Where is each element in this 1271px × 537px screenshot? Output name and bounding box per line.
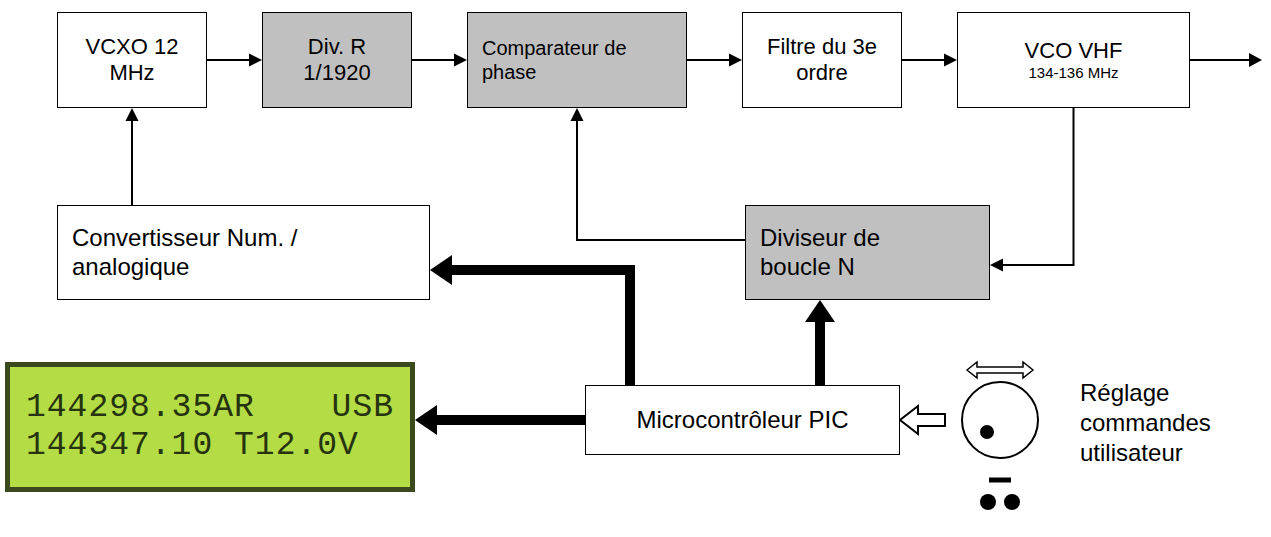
signal-line — [1002, 108, 1074, 265]
node-label: VCXO 12 MHz — [82, 34, 182, 87]
connector — [571, 108, 746, 240]
bus-line — [436, 415, 585, 425]
lcd-row: 144298.35AR USB — [26, 389, 394, 427]
connector — [207, 54, 262, 67]
connector — [805, 300, 835, 385]
arrowhead — [126, 108, 139, 121]
knob-dot — [980, 425, 994, 439]
bus-line — [451, 270, 630, 385]
push-dot — [1004, 494, 1020, 510]
arrowhead — [415, 405, 437, 435]
bus-line — [815, 321, 825, 385]
signal-line — [207, 59, 250, 61]
lcd-row: 144347.10 T12.0V — [26, 427, 394, 465]
arrowhead — [430, 255, 452, 285]
arrowhead — [454, 54, 467, 67]
signal-line — [412, 59, 455, 61]
output-line — [1190, 59, 1250, 61]
node-label: 134-136 MHz — [1028, 64, 1118, 82]
knob-caption: Réglage commandes utilisateur — [1080, 378, 1260, 468]
connector — [415, 405, 585, 435]
node-label: Convertisseur Num. / analogique — [72, 224, 312, 282]
connector — [412, 54, 467, 67]
knob-symbol — [945, 360, 1065, 535]
node-label: Diviseur de boucle N — [760, 224, 920, 282]
signal-line — [131, 120, 133, 205]
connector — [126, 108, 139, 205]
connector — [900, 406, 945, 434]
signal-line — [902, 59, 945, 61]
user-control-knob: Réglage commandes utilisateur — [945, 360, 1265, 535]
signal-line — [577, 120, 745, 240]
dac-box: Convertisseur Num. / analogique — [57, 205, 430, 300]
output-arrowhead — [1249, 53, 1262, 67]
arrowhead — [944, 54, 957, 67]
arrowhead — [990, 259, 1003, 272]
arrowhead — [729, 54, 742, 67]
filter-box: Filtre du 3e ordre — [742, 12, 902, 108]
arrowhead — [249, 54, 262, 67]
node-label: Réglage commandes utilisateur — [1080, 378, 1260, 468]
node-label: Microcontrôleur PIC — [636, 406, 848, 435]
node-label: 144298.35AR — [26, 389, 255, 427]
loop-divider-box: Diviseur de boucle N — [745, 205, 990, 300]
knob-circle — [962, 382, 1038, 458]
divider-box: Div. R 1/1920 — [262, 12, 412, 108]
lcd-display: 144298.35AR USB144347.10 T12.0V — [5, 362, 415, 492]
arrowhead — [805, 300, 835, 322]
node-label: VCO VHF — [1025, 38, 1123, 64]
push-dot — [980, 494, 996, 510]
push-bar — [989, 478, 1011, 483]
signal-line — [687, 59, 730, 61]
node-label: Div. R 1/1920 — [287, 34, 387, 87]
connector — [990, 108, 1074, 272]
phase-comparator-box: Comparateur de phase — [467, 12, 687, 108]
vco-box: VCO VHF134-136 MHz — [957, 12, 1190, 108]
oscillator-box: VCXO 12 MHz — [57, 12, 207, 108]
node-label: Comparateur de phase — [482, 36, 632, 84]
hollow-arrow — [900, 406, 945, 434]
microcontroller-box: Microcontrôleur PIC — [585, 385, 900, 455]
slide-arrow — [967, 362, 1033, 378]
node-label: USB — [332, 389, 394, 427]
connector — [902, 54, 957, 67]
node-label: Filtre du 3e ordre — [765, 34, 880, 87]
arrowhead — [571, 108, 584, 121]
connector — [687, 54, 742, 67]
node-label: 144347.10 T12.0V — [26, 427, 359, 465]
connector — [430, 255, 630, 385]
